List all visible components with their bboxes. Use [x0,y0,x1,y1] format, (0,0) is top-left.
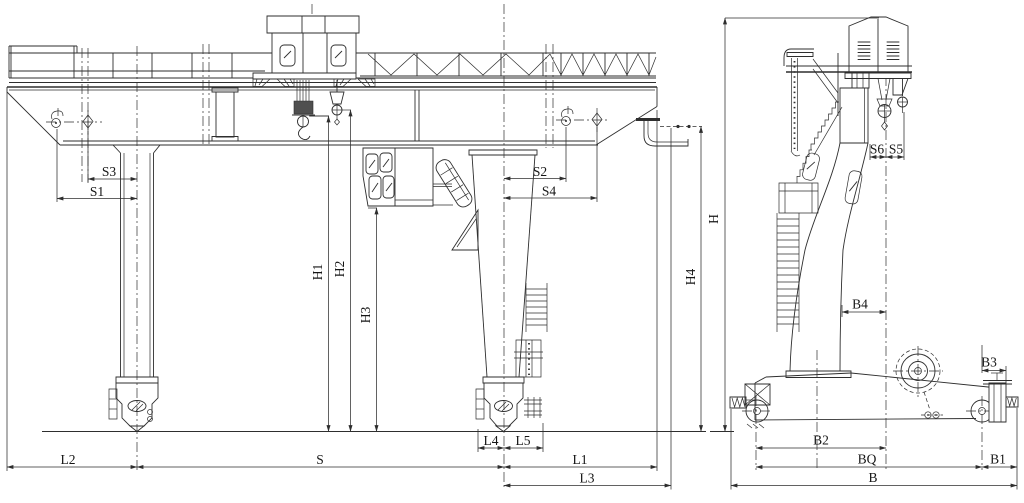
cab-window [369,176,381,199]
dimension-labels: S3 S1 S2 S4 H1 H2 H3 H4 H L4 L5 L2 S L1 … [61,142,1006,486]
crab-trolley [253,16,375,87]
cab-window [380,153,392,172]
dim-label-l4: L4 [484,433,499,448]
dimension-lines [7,18,1017,490]
dim-label-b4: B4 [852,297,868,312]
dim-label-b: B [868,470,877,485]
auxiliary-hook [330,80,351,125]
dim-label-l2: L2 [61,452,76,467]
dim-label-l5: L5 [516,433,531,448]
dim-label-h2: H2 [332,261,347,278]
side-base-bogie [730,349,1018,428]
bridge-girder [7,87,657,145]
side-stairs [777,102,842,332]
dim-label-s3: S3 [102,164,117,179]
leg-ladder [514,283,547,418]
dim-label-b2: B2 [813,433,829,448]
dim-label-s5: S5 [889,142,904,157]
operator-cab [363,148,453,206]
trolley-window [331,45,346,66]
vent-grille-icon [858,42,899,60]
side-centerlines [742,58,999,470]
side-girder-and-leg [786,88,868,378]
dim-label-h3: H3 [358,307,373,324]
left-leg [109,145,160,432]
dim-label-bq: BQ [858,452,877,467]
dim-label-s6: S6 [870,142,885,157]
girder-end-cable-bracket [636,120,702,147]
dim-label-s4: S4 [542,184,557,199]
right-support-bracket [989,383,1006,422]
cable-drum [896,349,943,418]
side-deck-and-canopy [784,49,912,156]
rope-anchor-symbols [52,106,603,134]
left-buffer [730,397,746,408]
dim-label-s: S [316,452,324,467]
dim-label-l3: L3 [580,471,595,486]
side-main-hook [877,79,892,131]
right-buffer [1006,397,1018,407]
dim-label-b1: B1 [990,452,1006,467]
side-aux-hook [898,79,908,114]
trolley-window [280,45,295,66]
main-hook-block [292,80,329,140]
cab-window [366,154,378,174]
dim-label-l1: L1 [573,452,588,467]
cab-window [383,176,394,198]
dim-label-s2: S2 [533,164,547,179]
dim-label-s1: S1 [90,184,104,199]
bridge-walkway-railing [9,46,656,83]
dim-label-h4: H4 [683,269,698,286]
dim-label-h1: H1 [310,264,325,281]
right-leg [469,150,547,432]
hoist-machinery-house [845,17,911,95]
left-wheel [746,400,768,422]
dim-label-h: H [706,214,721,224]
dim-label-b3: B3 [981,355,997,370]
cab-access-stair [433,157,478,250]
